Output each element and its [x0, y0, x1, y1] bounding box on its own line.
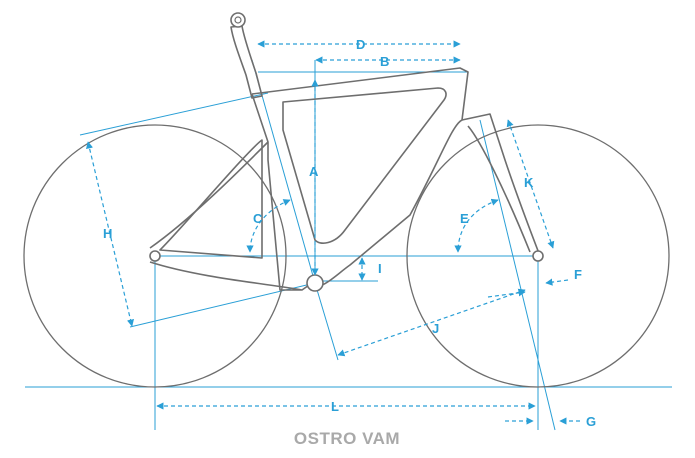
- dimension-labels: D B A C E H I J K F L G: [103, 37, 596, 429]
- label-g: G: [586, 414, 596, 429]
- rear-wheel: [23, 124, 287, 388]
- dimension-line-k: [506, 119, 555, 249]
- label-b: B: [380, 54, 389, 69]
- rear-triangle: [159, 139, 263, 259]
- label-f: F: [574, 267, 582, 282]
- label-j: J: [432, 321, 439, 336]
- frame-outline: [149, 67, 469, 291]
- dimension-line-j: [337, 288, 526, 357]
- label-k: K: [524, 175, 534, 190]
- label-d: D: [356, 37, 365, 52]
- front-triangle: [282, 87, 447, 244]
- seat-tube-axis: [251, 59, 316, 284]
- dimension-line-c: [246, 199, 291, 253]
- dimension-line-f: [545, 278, 569, 286]
- label-e: E: [460, 211, 469, 226]
- front-axle: [532, 250, 544, 262]
- rear-axle: [149, 250, 161, 262]
- steering-axis: [479, 119, 556, 431]
- bike-frame: [149, 12, 544, 292]
- dimension-line-e: [454, 198, 499, 253]
- model-title: OSTRO VAM: [294, 429, 400, 448]
- dimension-lines: [86, 40, 580, 425]
- dimension-line-h: [86, 141, 134, 327]
- seatpost: [230, 25, 263, 99]
- label-i: I: [378, 261, 382, 276]
- label-a: A: [309, 164, 319, 179]
- reference-lines: [25, 59, 672, 431]
- label-c: C: [253, 211, 263, 226]
- bottom-bracket: [306, 274, 324, 292]
- label-h: H: [103, 226, 112, 241]
- label-l: L: [331, 399, 339, 414]
- saddle-reference-line: [79, 92, 269, 136]
- fork-inner: [467, 125, 531, 253]
- reach-perpendicular: [314, 282, 339, 361]
